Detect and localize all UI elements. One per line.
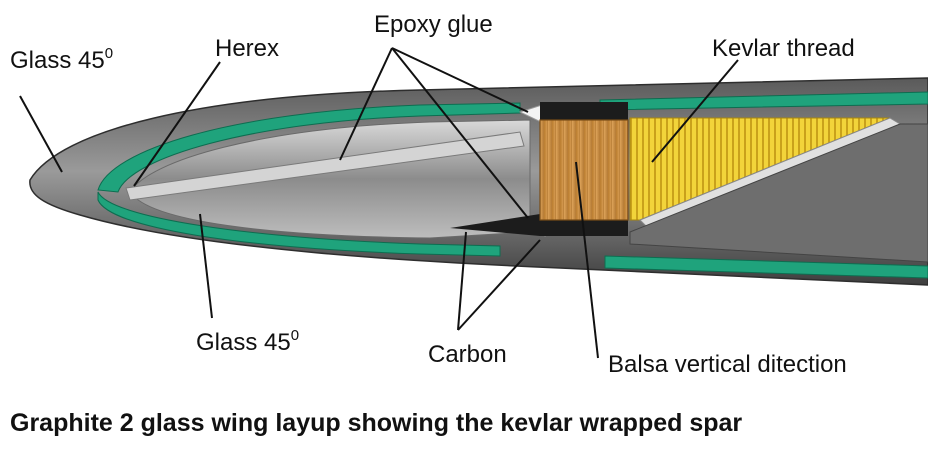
leader-balsa: [575, 161, 599, 359]
leader-kevlar: [651, 59, 739, 163]
leader-glass-top: [19, 95, 63, 173]
leader-epoxy-1: [339, 47, 393, 161]
label-herex: Herex: [215, 35, 279, 62]
leader-epoxy-2: [391, 47, 529, 113]
wing-inner-right: [629, 123, 928, 263]
glass-layer-top: [97, 102, 521, 193]
label-balsa: Balsa vertical ditection: [608, 351, 847, 378]
figure-caption: Graphite 2 glass wing layup showing the …: [10, 409, 742, 437]
leader-carbon-2: [457, 239, 541, 331]
leader-herex: [133, 61, 221, 187]
label-kevlar-thread: Kevlar thread: [712, 35, 855, 62]
herex-core: [125, 131, 525, 201]
label-glass-top: Glass 450: [10, 45, 113, 74]
label-glass-bottom: Glass 450: [196, 327, 299, 356]
glass-layer-bottom-right: [604, 255, 928, 279]
label-epoxy-glue: Epoxy glue: [374, 11, 493, 38]
leader-glass-bottom: [199, 213, 213, 319]
carbon-cap-top: [540, 102, 628, 120]
glass-layer-bottom: [97, 191, 501, 257]
label-carbon: Carbon: [428, 341, 507, 368]
leader-carbon-1: [457, 231, 467, 331]
leader-epoxy-3: [391, 47, 529, 219]
balsa-spar: [539, 119, 629, 221]
